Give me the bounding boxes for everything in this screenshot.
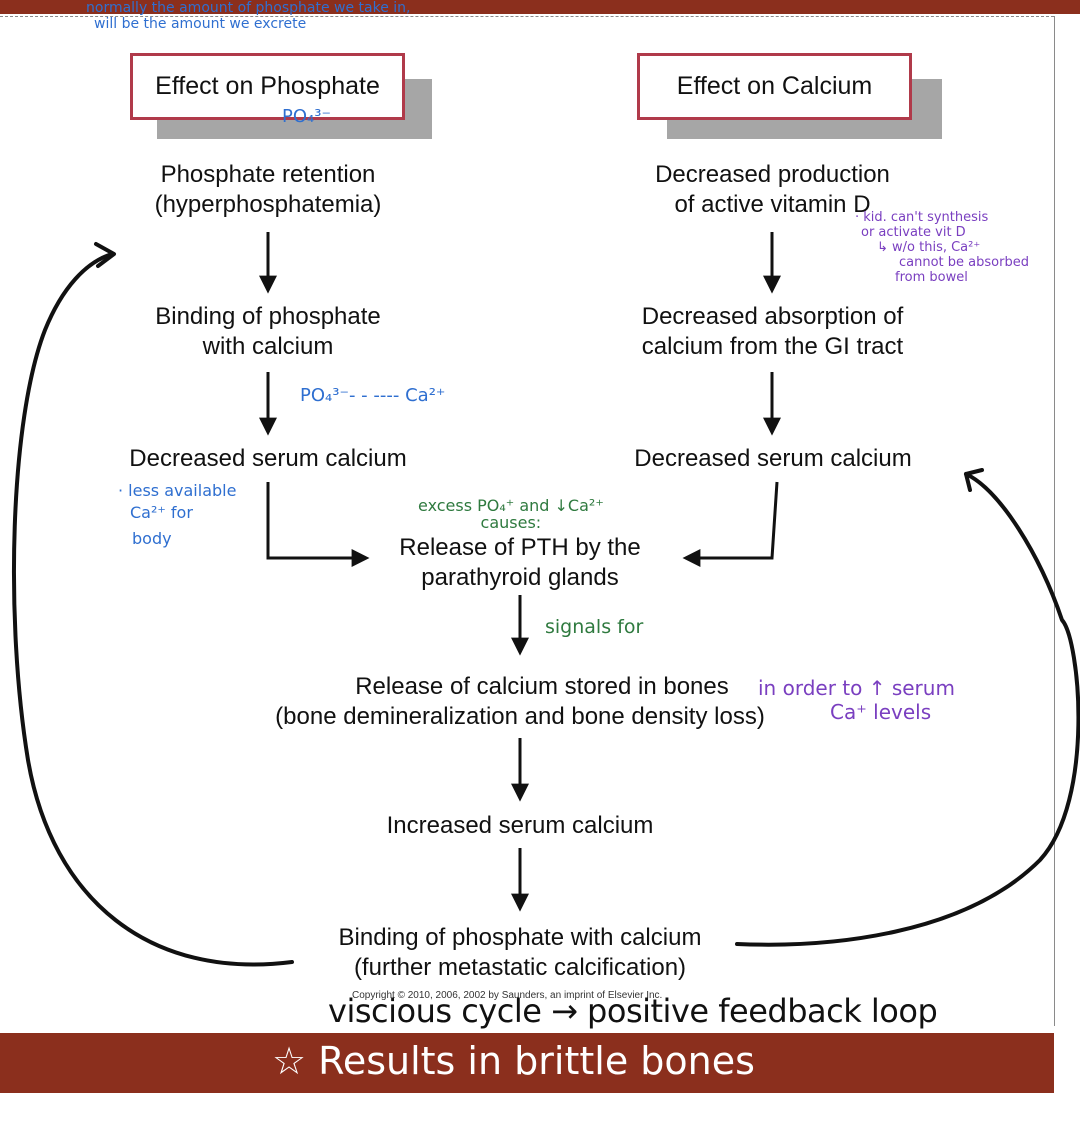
annotation-results: ☆ Results in brittle bones	[272, 1039, 755, 1083]
node-phosphate-retention: Phosphate retention (hyperphosphatemia)	[154, 161, 382, 218]
node-decreased-production-vitamin-d: Decreased production of active vitamin D	[655, 161, 890, 218]
annotation-less-available: · less available Ca²⁺ for body	[118, 481, 237, 548]
header-effect-on-calcium: Effect on Calcium	[637, 53, 912, 120]
annotation-vicious-cycle: viscious cycle → positive feedback loop	[328, 992, 938, 1030]
node-release-pth: Release of PTH by the parathyroid glands	[399, 534, 641, 591]
node-binding-further-calcification: Binding of phosphate with calcium (furth…	[338, 924, 702, 981]
annotation-po4-label: PO₄³⁻	[282, 106, 331, 127]
node-binding-phosphate-calcium: Binding of phosphate with calcium	[155, 303, 381, 360]
annotation-excess-note: excess PO₄⁺ and ↓Ca²⁺ causes:	[418, 496, 604, 532]
feedback-loop-left	[12, 252, 294, 967]
arrow-left-to-pth	[266, 482, 370, 567]
top-banner	[0, 0, 1080, 14]
annotation-in-order: in order to ↑ serum Ca⁺ levels	[758, 676, 955, 724]
feedback-loop-left-head	[94, 242, 116, 268]
node-decreased-serum-calcium-left: Decreased serum calcium	[129, 445, 407, 472]
node-increased-serum-calcium: Increased serum calcium	[386, 812, 654, 839]
node-decreased-absorption-calcium: Decreased absorption of calcium from the…	[641, 303, 904, 360]
right-border	[1054, 16, 1055, 1026]
annotation-kidney-note: · kid. can't synthesis or activate vit D…	[855, 210, 1029, 285]
bottom-banner	[0, 1033, 1054, 1093]
annotation-signals-for: signals for	[545, 616, 644, 638]
dashed-top-border	[0, 16, 1054, 17]
annotation-po4-ca: PO₄³⁻- - ---- Ca²⁺	[300, 385, 446, 406]
node-decreased-serum-calcium-right: Decreased serum calcium	[634, 445, 912, 472]
header-effect-on-phosphate: Effect on Phosphate	[130, 53, 405, 120]
feedback-loop-right	[735, 472, 1080, 947]
annotation-top-note: normally the amount of phosphate we take…	[86, 0, 411, 32]
copyright-notice: Copyright © 2010, 2006, 2002 by Saunders…	[352, 990, 663, 1001]
feedback-loop-right-head	[964, 468, 984, 492]
arrow-right-to-pth	[682, 481, 779, 567]
node-release-calcium-bones: Release of calcium stored in bones (bone…	[275, 673, 765, 730]
